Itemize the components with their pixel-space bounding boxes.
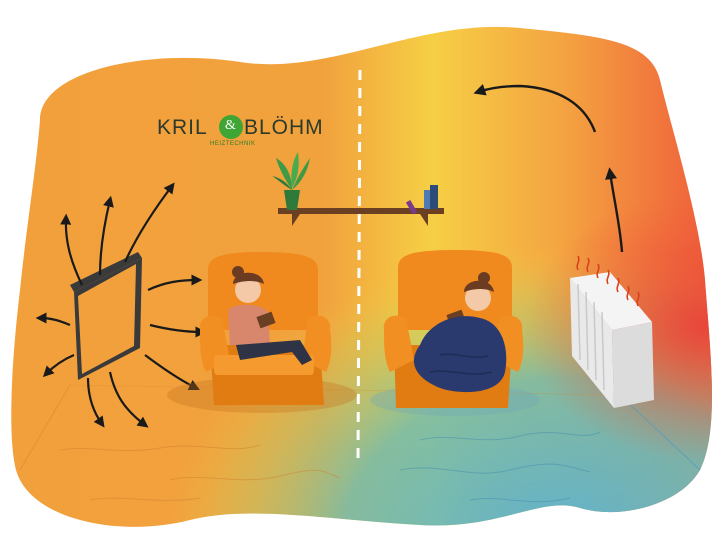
radiator-icon xyxy=(570,255,654,408)
heat-arrows-radiator xyxy=(473,84,624,253)
floor-grain xyxy=(59,431,601,503)
logo-subtitle: HEIZTECHNIK xyxy=(210,141,256,147)
logo-right-text: BLÖHM xyxy=(244,116,324,139)
plant-icon xyxy=(272,152,310,210)
logo-flame-icon: & xyxy=(219,115,243,139)
brand-logo: KRIL & BLÖHM HEIZTECHNIK xyxy=(157,113,347,153)
wall-shelf xyxy=(278,208,444,226)
heat-arrows-panel xyxy=(35,182,207,428)
infrared-panel-icon xyxy=(70,252,142,380)
blanket xyxy=(413,316,507,393)
logo-ampersand: & xyxy=(225,118,236,133)
left-person xyxy=(228,266,312,365)
logo-left-text: KRIL xyxy=(157,116,208,139)
books-icon xyxy=(405,185,438,215)
divider-line xyxy=(356,69,362,463)
